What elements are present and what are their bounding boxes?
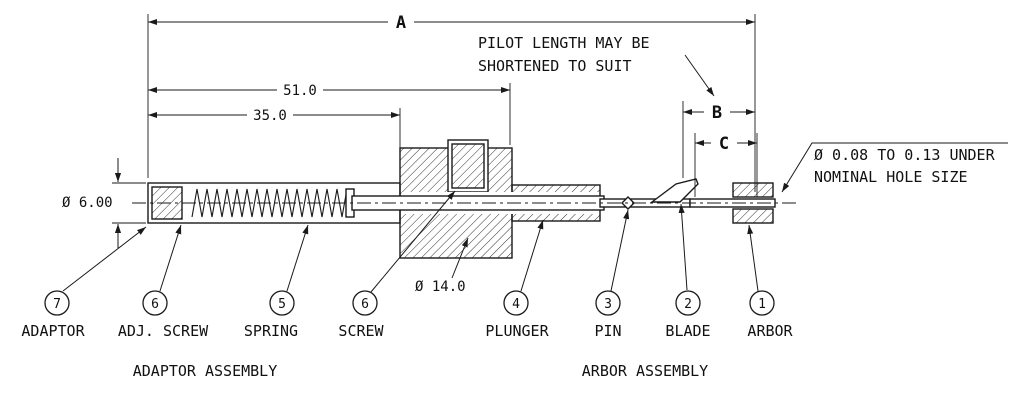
balloon-3-number: 3 (604, 297, 612, 312)
balloon-1-number: 1 (758, 297, 766, 312)
note-hole-size: Ø 0.08 TO 0.13 UNDER NOMINAL HOLE SIZE (781, 142, 1008, 193)
part-label-adaptor: ADAPTOR (21, 322, 85, 340)
part-label-adj-screw: ADJ. SCREW (118, 322, 209, 340)
dimension-51: 51.0 (148, 81, 511, 145)
balloon-plunger: 4 (503, 219, 544, 316)
dimension-35: 35.0 (148, 106, 401, 180)
part-label-spring: SPRING (244, 322, 298, 340)
dimension-C: C (694, 133, 758, 197)
note-hole-line1: Ø 0.08 TO 0.13 UNDER (814, 146, 996, 164)
part-label-plunger: PLUNGER (485, 322, 549, 340)
dim-A-label: A (396, 13, 406, 33)
part-label-arbor: ARBOR (747, 322, 793, 340)
title-arbor-assembly: ARBOR ASSEMBLY (582, 362, 708, 380)
dim-dia6-label: Ø 6.00 (62, 195, 113, 211)
arbor-assembly-drawing (351, 139, 776, 259)
balloon-blade: 2 (675, 203, 701, 316)
dim-51-label: 51.0 (283, 83, 317, 99)
dim-dia14-label: Ø 14.0 (415, 279, 466, 295)
part-label-pin: PIN (594, 322, 621, 340)
balloon-pin: 3 (595, 209, 630, 316)
dim-35-label: 35.0 (253, 108, 287, 124)
balloon-6b-number: 6 (361, 297, 369, 312)
dimension-dia6: Ø 6.00 (62, 158, 146, 248)
part-label-blade: BLADE (665, 322, 710, 340)
balloon-adaptor: 7 (44, 226, 147, 316)
dim-C-label: C (719, 134, 729, 154)
arbor-section-top (732, 182, 774, 198)
balloon-2-number: 2 (684, 297, 692, 312)
balloon-spring: 5 (269, 224, 309, 316)
balloon-screw: 6 (352, 190, 456, 316)
dimension-overall-A: A (147, 12, 756, 192)
balloon-5-number: 5 (278, 297, 286, 312)
dim-B-label: B (712, 103, 722, 123)
part-label-screw: SCREW (338, 322, 384, 340)
dimension-dia14: Ø 14.0 (415, 237, 469, 295)
note-pilot-line2: SHORTENED TO SUIT (478, 57, 632, 75)
balloon-6a-number: 6 (151, 297, 159, 312)
dimension-B: B (682, 101, 755, 178)
balloon-7-number: 7 (53, 297, 61, 312)
screw (451, 143, 485, 189)
title-adaptor-assembly: ADAPTOR ASSEMBLY (133, 362, 278, 380)
balloon-4-number: 4 (512, 297, 520, 312)
balloon-arbor: 1 (747, 224, 775, 316)
note-hole-line2: NOMINAL HOLE SIZE (814, 168, 968, 186)
balloon-adj-screw: 6 (142, 224, 182, 316)
arbor-section-bottom (732, 208, 774, 224)
note-pilot-length: PILOT LENGTH MAY BE SHORTENED TO SUIT (478, 34, 715, 97)
note-pilot-line1: PILOT LENGTH MAY BE (478, 34, 650, 52)
blade (649, 178, 699, 203)
